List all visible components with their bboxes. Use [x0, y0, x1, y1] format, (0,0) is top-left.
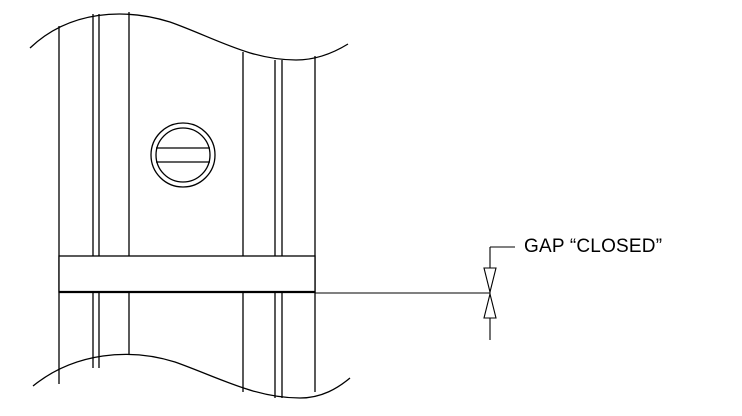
right-rail	[242, 52, 316, 398]
gap-closed-label: GAP “CLOSED”	[524, 236, 663, 257]
left-rail	[58, 12, 130, 384]
bottom-break-line	[32, 353, 351, 399]
gap-indicator	[483, 247, 497, 340]
screw-head	[150, 122, 216, 188]
top-break-line	[29, 13, 349, 61]
connecting-bar	[58, 255, 316, 294]
